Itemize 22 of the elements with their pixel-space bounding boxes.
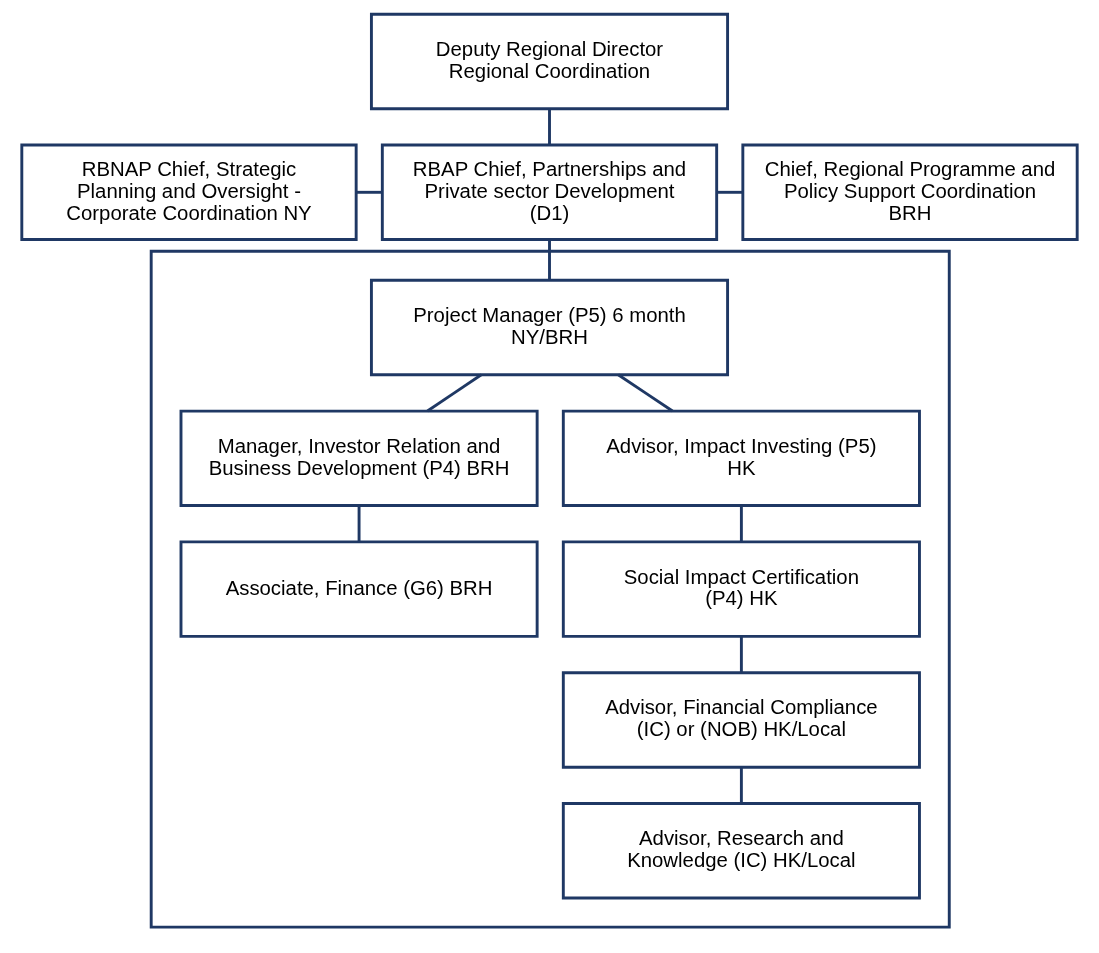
node-box: Advisor, Impact Investing (P5) HK [561,409,921,508]
node-box: RBNAP Chief, Strategic Planning and Oversight - Corporate Coordination NY [20,143,358,241]
connector [739,767,743,804]
connector [548,239,551,281]
connector [357,505,361,542]
connector [739,505,743,542]
node-box: RBAP Chief, Partnerships and Private sector Development (D1) [380,143,719,241]
connector [548,109,551,145]
node-box: Chief, Regional Programme and Policy Support Coordination BRH [741,143,1079,241]
node-box: Manager, Investor Relation and Business Development (P4) BRH [179,409,539,508]
node-box: Associate, Finance (G6) BRH [179,540,539,638]
node-box: Advisor, Financial Compliance (IC) or (NOB) HK/Local [561,671,921,769]
connector [717,190,743,194]
connector [617,373,674,413]
node-box: Project Manager (P5) 6 month NY/BRH [369,278,730,377]
cluster [149,249,951,929]
node-box: Advisor, Research and Knowledge (IC) HK/Local [561,802,921,900]
connector [356,190,383,194]
connector [739,636,743,673]
node-box: Deputy Regional Director Regional Coordination [369,12,730,111]
connector [426,373,483,413]
node-box: Social Impact Certification (P4) HK [561,540,921,638]
